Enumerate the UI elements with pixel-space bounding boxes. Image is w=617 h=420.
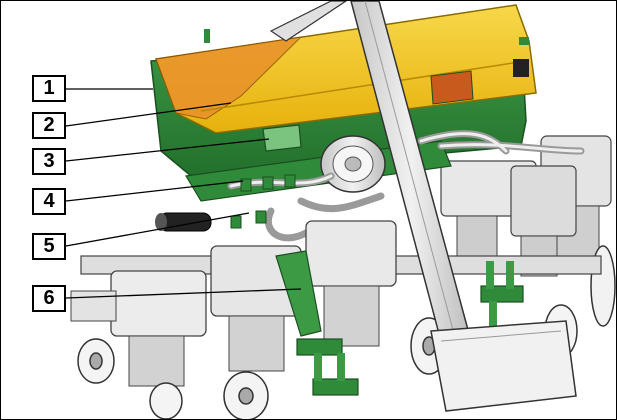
lamp: [513, 59, 529, 77]
callout-2: 2: [32, 112, 66, 139]
leader-lines: [65, 88, 302, 299]
callout-5: 5: [32, 233, 66, 260]
metering-units: [230, 174, 296, 229]
fill-level-window: [262, 124, 302, 152]
blower-fan: [320, 135, 386, 193]
row-units-front: [70, 220, 397, 387]
callout-4: 4: [32, 188, 66, 215]
access-steps: [275, 250, 524, 396]
callout-6: 6: [32, 285, 66, 312]
row-units-back: [440, 160, 577, 277]
callout-3: 3: [32, 148, 66, 175]
auger-hopper: [430, 320, 577, 412]
callout-1: 1: [32, 75, 66, 102]
filling-auger: [269, 1, 577, 412]
